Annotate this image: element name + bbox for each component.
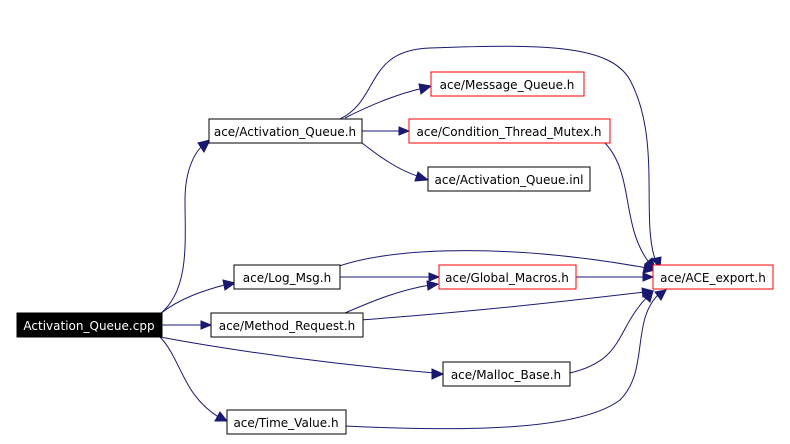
edge-arrow-activation-queue-inl	[414, 171, 430, 182]
edge-arrow-ace-export-h-tv	[654, 289, 667, 301]
edge-arrow-ace-export-h-gm	[642, 272, 655, 282]
node-activation-queue-inl[interactable]: ace/Activation_Queue.inl	[427, 166, 591, 192]
edge-root-to-malloc-base-h	[159, 336, 436, 374]
node-message-queue-h[interactable]: ace/Message_Queue.h	[430, 71, 585, 97]
node-method-request-h[interactable]: ace/Method_Request.h	[210, 312, 364, 338]
node-ace-export-h[interactable]: ace/ACE_export.h	[652, 264, 774, 290]
edge-arrow-activation-queue-h	[197, 139, 211, 153]
edge-root-to-log-msg-h	[159, 283, 229, 315]
node-activation-queue-cpp[interactable]: Activation_Queue.cpp	[16, 312, 163, 338]
edge-root-to-activation-queue-h	[159, 142, 207, 315]
node-label: Activation_Queue.cpp	[23, 319, 154, 333]
edge-arrow-global-macros-h	[428, 272, 441, 282]
edge-arrow-ace-export-h-mb	[642, 290, 654, 303]
edge-method-request-h-to-global-macros-h	[344, 284, 431, 314]
node-label: ace/Time_Value.h	[233, 416, 338, 430]
edge-arrow-time-value-h	[214, 411, 229, 422]
edge-activation-queue-h-to-message-queue-h	[344, 87, 425, 119]
nodes: Activation_Queue.cpp ace/Activation_Queu…	[16, 71, 774, 435]
edge-arrow-method-request-h	[200, 320, 213, 330]
node-label: ace/Global_Macros.h	[445, 271, 569, 285]
node-malloc-base-h[interactable]: ace/Malloc_Base.h	[442, 361, 571, 387]
node-label: ace/Condition_Thread_Mutex.h	[417, 125, 602, 139]
edge-arrow-condition-thread-mutex-h	[398, 126, 411, 136]
node-label: ace/ACE_export.h	[660, 271, 766, 285]
edge-root-to-time-value-h	[159, 336, 221, 419]
node-label: ace/Method_Request.h	[219, 319, 356, 333]
edge-activation-queue-h-to-ace-export-h	[339, 45, 657, 263]
node-label: ace/Message_Queue.h	[440, 78, 575, 92]
edges	[159, 45, 667, 430]
edge-arrow-global-macros-h-mr	[426, 280, 440, 291]
edge-arrow-log-msg-h	[222, 279, 237, 291]
node-label: ace/Activation_Queue.h	[214, 125, 356, 139]
node-label: ace/Activation_Queue.inl	[435, 173, 584, 187]
node-time-value-h[interactable]: ace/Time_Value.h	[226, 409, 347, 435]
node-label: ace/Malloc_Base.h	[451, 368, 561, 382]
edge-activation-queue-h-to-activation-queue-inl	[361, 142, 421, 178]
node-activation-queue-h[interactable]: ace/Activation_Queue.h	[208, 118, 363, 144]
node-log-msg-h[interactable]: ace/Log_Msg.h	[233, 264, 341, 290]
edge-condition-thread-mutex-h-to-ace-export-h	[604, 142, 651, 265]
edge-arrow-message-queue-h	[418, 83, 433, 95]
edge-method-request-h-to-ace-export-h	[359, 291, 646, 321]
node-label: ace/Log_Msg.h	[243, 271, 331, 285]
edge-log-msg-h-to-ace-export-h	[335, 250, 648, 269]
edge-malloc-base-h-to-ace-export-h	[569, 295, 649, 374]
edge-time-value-h-to-ace-export-h	[344, 292, 661, 430]
edge-arrow-malloc-base-h	[431, 368, 445, 380]
edge-arrow-ace-export-h-logmsg	[642, 263, 657, 274]
node-global-macros-h[interactable]: ace/Global_Macros.h	[438, 264, 577, 290]
node-condition-thread-mutex-h[interactable]: ace/Condition_Thread_Mutex.h	[408, 118, 611, 144]
